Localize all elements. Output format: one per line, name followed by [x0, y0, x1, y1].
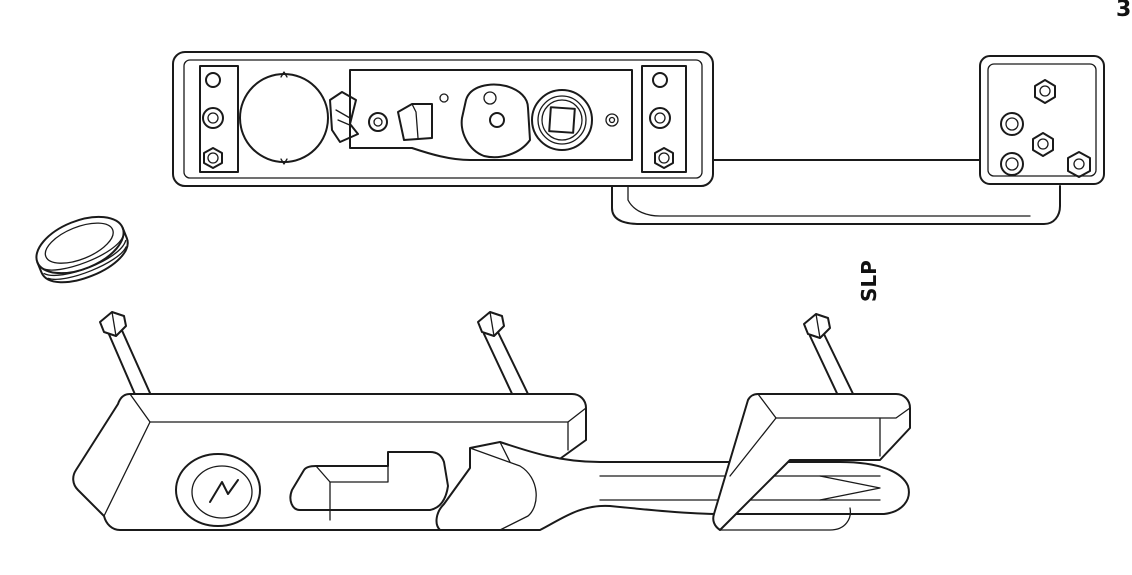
- keyway-icon: [209, 479, 239, 503]
- threaded-ring: [35, 215, 129, 284]
- screw-left-top: [205, 72, 221, 88]
- lock-case-inner-frame: [183, 59, 703, 179]
- nut-left-bottom: [203, 147, 223, 169]
- lock-case-assembly: [172, 51, 714, 187]
- plate-nut-2: [1032, 132, 1054, 157]
- plate-nut-3: [1067, 151, 1091, 178]
- latch-clip: [329, 91, 359, 143]
- screw-middle: [477, 311, 529, 399]
- left-end-plate: [199, 65, 239, 173]
- connecting-bracket: [611, 159, 1061, 225]
- screw-left-mid: [202, 107, 224, 129]
- plate-washer-2: [1000, 152, 1024, 176]
- screw-right-mid: [649, 107, 671, 129]
- spindle-square: [548, 106, 576, 134]
- spindle-hub-outer: [531, 89, 593, 151]
- mortise-bar-assembly: [72, 311, 911, 531]
- lock-case-outer: [172, 51, 714, 187]
- cam-hub: [460, 83, 531, 159]
- mechanism-plate: [349, 69, 633, 161]
- mortise-right-block: [712, 393, 911, 531]
- strike-plate: [979, 55, 1105, 185]
- right-end-plate: [641, 65, 687, 173]
- screw-right-top: [652, 72, 668, 88]
- pivot-small: [439, 93, 449, 103]
- screw-left: [99, 311, 155, 407]
- plate-nut-1: [1034, 79, 1056, 104]
- pivot-left: [368, 112, 388, 132]
- cylinder-bore: [239, 73, 329, 163]
- corner-mark: 3: [1116, 0, 1131, 22]
- key-cylinder: [175, 453, 261, 527]
- lever-block: [397, 103, 433, 141]
- plate-washer-1: [1000, 112, 1024, 136]
- nut-right-bottom: [654, 147, 674, 169]
- screw-right: [803, 313, 857, 405]
- part-label: SLP: [857, 260, 881, 302]
